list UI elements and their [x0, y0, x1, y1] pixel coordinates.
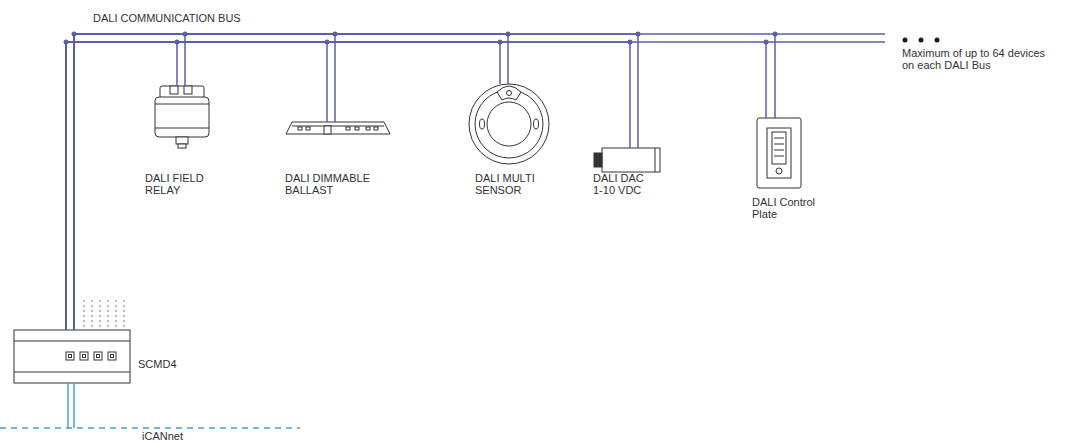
control-plate: DALI Control Plate [752, 118, 812, 228]
scmd4-icon [14, 330, 130, 383]
continuation-dots [903, 38, 940, 43]
bus-wire [66, 42, 766, 330]
bus-connector [66, 34, 638, 330]
multi-sensor-icon [469, 84, 549, 164]
capacity-note: Maximum of up to 64 devices on each DALI… [902, 47, 1054, 71]
device-label: SCMD4 [138, 358, 198, 370]
dac-converter: DALI DAC 1-10 VDC [590, 148, 665, 198]
field-relay: DALI FIELD RELAY [145, 86, 220, 196]
device-label: DALI MULTI SENSOR [475, 172, 547, 196]
control-plate-icon [757, 118, 801, 188]
device-label: DALI DIMMABLE BALLAST [285, 172, 377, 196]
dac-icon [594, 148, 660, 172]
dimmable-ballast: DALI DIMMABLE BALLAST [283, 122, 393, 202]
bus-connector [66, 34, 508, 330]
bus-connector [66, 34, 775, 330]
multi-sensor: DALI MULTI SENSOR [465, 84, 555, 194]
bus-wire [74, 34, 508, 330]
bus-title: DALI COMMUNICATION BUS [93, 12, 293, 24]
controller-module: SCMD4 [14, 330, 130, 383]
bus-extension [766, 34, 885, 42]
bus-wire [74, 34, 638, 330]
ballast-icon [286, 122, 390, 134]
bus-wire [74, 34, 775, 330]
output-ticks [84, 300, 124, 328]
device-label: DALI Control Plate [752, 196, 816, 220]
network-label: iCANnet [142, 430, 222, 442]
device-label: DALI FIELD RELAY [145, 172, 215, 196]
field-relay-icon [155, 86, 209, 148]
bus-wire [66, 42, 630, 330]
icannet-wires [0, 383, 300, 428]
device-label: DALI DAC 1-10 VDC [593, 172, 653, 196]
bus-wire [66, 42, 500, 330]
